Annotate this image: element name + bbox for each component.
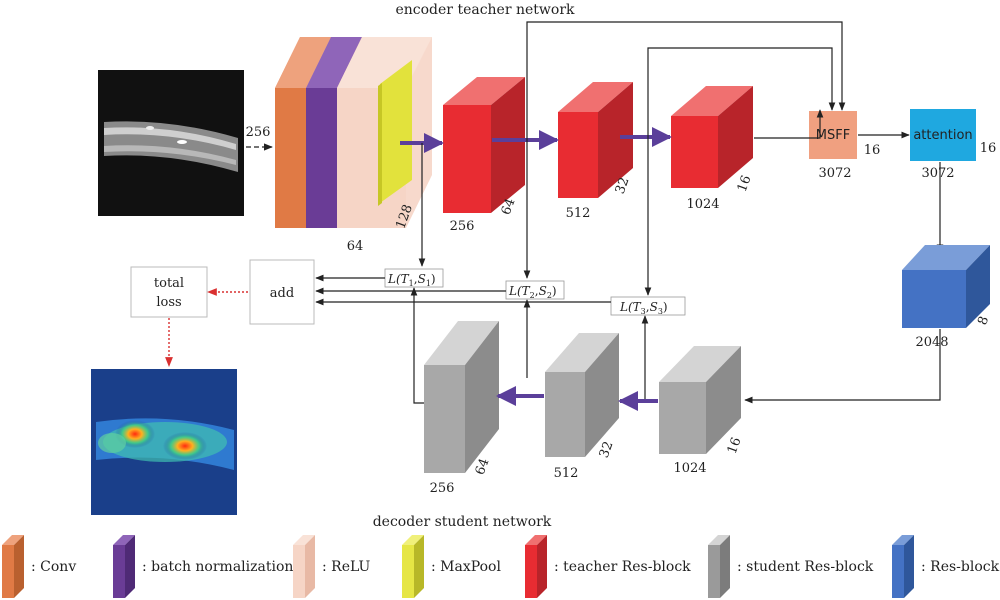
loss-3-close: ) <box>663 300 668 314</box>
msff-channels: 3072 <box>818 166 851 181</box>
legend-conv-label: : Conv <box>31 559 76 575</box>
attention-channels: 3072 <box>921 166 954 181</box>
total-loss-line1: total <box>154 276 184 291</box>
loss-2-s-sub: 2 <box>547 291 552 300</box>
student-1-channels: 256 <box>430 481 455 496</box>
legend-teacher-label: : teacher Res-block <box>554 559 691 575</box>
legend-resblock-label: : Res-block <box>921 559 1000 575</box>
attention-block <box>910 109 976 161</box>
teacher-block-2 <box>558 82 633 198</box>
loss-2-fn: L( <box>508 284 522 298</box>
loss-3-s: S <box>650 300 658 314</box>
maxpool-layer <box>380 60 412 203</box>
stem-label-64: 64 <box>347 239 364 254</box>
loss-3-t-sub: 3 <box>641 307 646 316</box>
svg-text:L(T1,S1): L(T1,S1) <box>387 272 436 288</box>
teacher-2-spatial: 32 <box>613 175 633 196</box>
teacher-3-channels: 1024 <box>686 197 719 212</box>
loss-1-t-sub: 1 <box>409 279 414 288</box>
student-block-3 <box>659 346 741 454</box>
student-3-channels: 1024 <box>673 461 706 476</box>
student-block-2 <box>545 333 619 457</box>
attention-label: attention <box>913 128 972 143</box>
legend-item-teacher: : teacher Res-block <box>525 535 691 598</box>
student-3-spatial: 16 <box>725 435 745 456</box>
stem-block <box>275 37 432 228</box>
loss-3-t: T <box>633 300 642 314</box>
arrow-resblock-student3 <box>744 329 941 404</box>
teacher-1-spatial: 64 <box>499 196 519 217</box>
add-label: add <box>270 286 294 301</box>
res-block <box>902 245 990 328</box>
student-2-spatial: 32 <box>597 439 617 460</box>
skip-t3-msff <box>754 109 824 139</box>
conv-layer <box>275 88 306 228</box>
input-size-label: 256 <box>246 125 271 140</box>
student-1-spatial: 64 <box>473 456 493 477</box>
teacher-block-1 <box>443 77 525 213</box>
loss-2-close: ) <box>552 284 557 298</box>
loss-box-1: L(T1,S1) <box>384 268 444 288</box>
loss-3-s-sub: 3 <box>658 307 663 316</box>
legend-item-batchnorm: : batch normalization <box>113 535 293 598</box>
loss-box-2: L(T2,S2) <box>505 280 565 300</box>
encoder-title: encoder teacher network <box>395 2 575 18</box>
total-loss-line2: loss <box>156 295 181 310</box>
loss-2-s: S <box>539 284 547 298</box>
loss-1-close: ) <box>431 272 436 286</box>
loss-2-t: T <box>522 284 531 298</box>
teacher-3-spatial: 16 <box>735 173 755 194</box>
loss-box-3: L(T3,S3) <box>610 296 686 316</box>
total-loss-box <box>130 266 208 318</box>
legend-relu-label: : ReLU <box>322 559 371 575</box>
legend-maxpool-label: : MaxPool <box>431 559 501 575</box>
legend-item-resblock: : Res-block <box>892 535 1000 598</box>
attention-spatial: 16 <box>980 141 997 156</box>
legend-item-conv: : Conv <box>2 535 76 598</box>
legend-item-relu: : ReLU <box>293 535 371 598</box>
loss-1-s: S <box>418 272 426 286</box>
student1-to-loss1 <box>410 287 424 404</box>
legend: : Conv : batch normalization : ReLU : Ma… <box>2 535 1000 598</box>
loss-1-fn: L( <box>387 272 401 286</box>
skip-t1-msff <box>526 21 846 142</box>
loss-3-fn: L( <box>619 300 633 314</box>
teacher-1-channels: 256 <box>450 219 475 234</box>
teacher-2-channels: 512 <box>566 206 591 221</box>
legend-item-student: : student Res-block <box>708 535 874 598</box>
decoder-title: decoder student network <box>373 514 552 530</box>
loss-2-comma: , <box>535 284 539 298</box>
loss-1-s-sub: 1 <box>426 279 431 288</box>
legend-batchnorm-label: : batch normalization <box>142 559 293 575</box>
student-2-channels: 512 <box>554 466 579 481</box>
loss-1-comma: , <box>414 272 418 286</box>
heatmap-output <box>91 369 237 515</box>
skip-t2-msff <box>647 47 836 140</box>
loss-1-t: T <box>401 272 410 286</box>
msff-block <box>809 111 857 159</box>
msff-spatial: 16 <box>864 143 881 158</box>
resblock-channels: 2048 <box>915 335 948 350</box>
student-block-1 <box>424 321 499 473</box>
add-box <box>249 259 315 325</box>
svg-text:L(T2,S2): L(T2,S2) <box>508 284 557 300</box>
msff-label: MSFF <box>816 128 850 143</box>
svg-text:L(T3,S3): L(T3,S3) <box>619 300 668 316</box>
loss-3-comma: , <box>646 300 650 314</box>
batchnorm-layer <box>306 88 337 228</box>
legend-student-label: : student Res-block <box>737 559 874 575</box>
input-image <box>98 70 244 216</box>
loss-2-t-sub: 2 <box>530 291 535 300</box>
resblock-spatial: 8 <box>975 314 992 327</box>
legend-item-maxpool: : MaxPool <box>402 535 501 598</box>
teacher-block-3 <box>671 86 753 188</box>
